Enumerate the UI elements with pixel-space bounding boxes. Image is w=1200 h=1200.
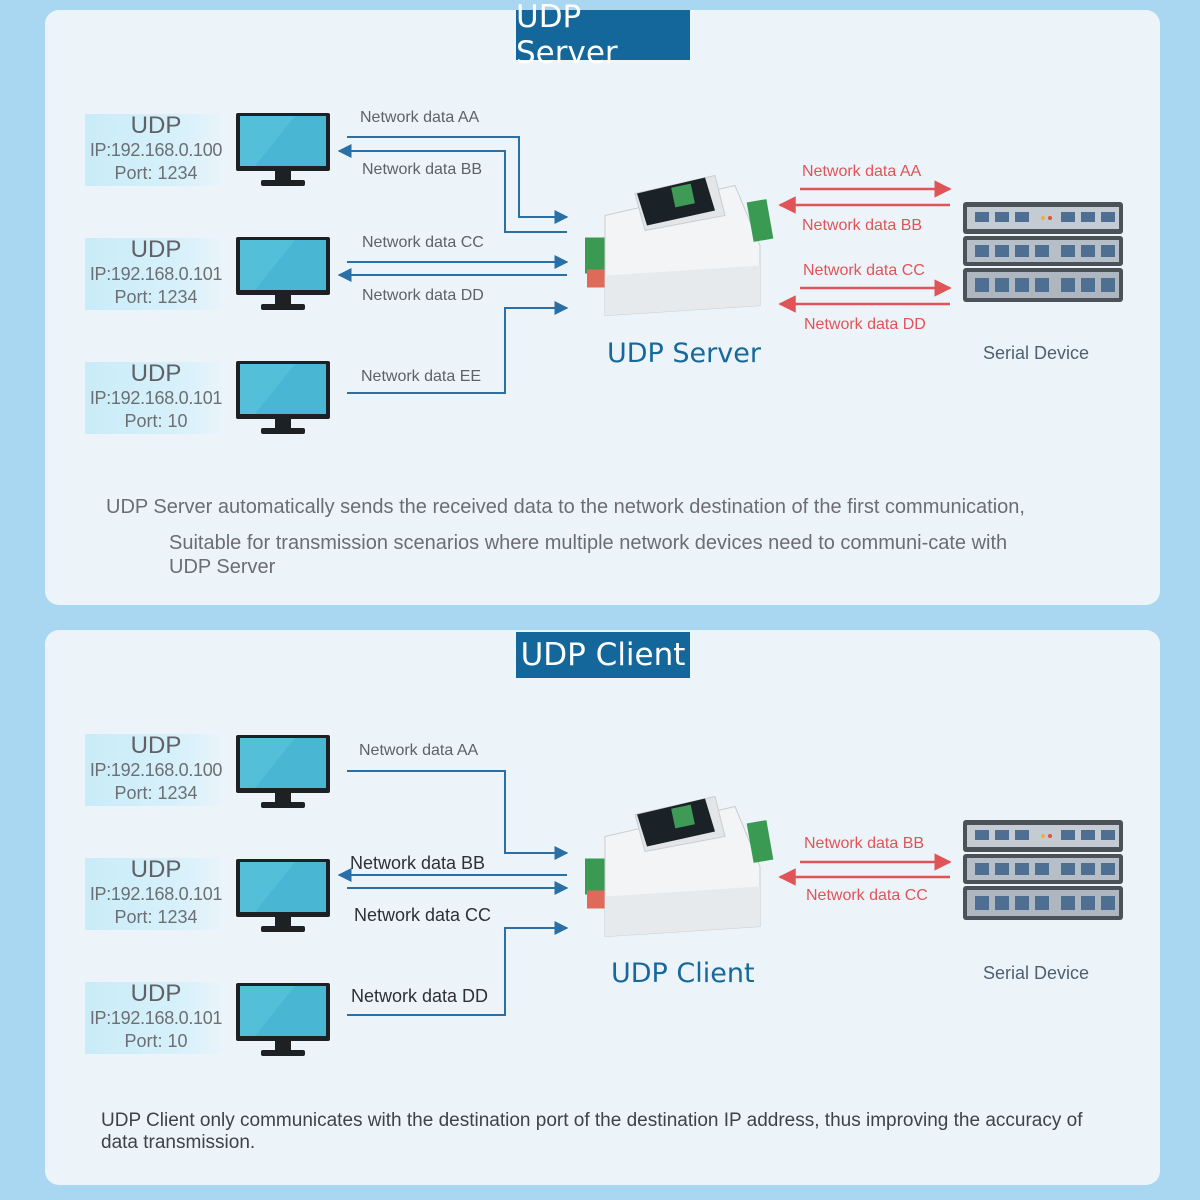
serial-flow-label: Network data BB	[804, 835, 925, 852]
host-protocol: UDP	[130, 360, 182, 387]
description: UDP Server automatically sends the recei…	[106, 496, 1025, 518]
serial-flow-label: Network data AA	[802, 163, 922, 180]
host-label: UDP IP:192.168.0.101 Port: 10	[85, 982, 227, 1054]
host-label: UDP IP:192.168.0.101 Port: 1234	[85, 238, 227, 310]
host-protocol: UDP	[130, 112, 182, 139]
host-protocol: UDP	[130, 980, 182, 1007]
monitor-icon	[236, 237, 330, 310]
flow-arrow-aa	[347, 136, 569, 224]
serial-flow-label: Network data CC	[803, 262, 925, 279]
flow-arrow-bb	[337, 144, 567, 233]
serial-device-caption: Serial Device	[983, 963, 1090, 983]
host-protocol: UDP	[130, 732, 182, 759]
flow-label: Network data BB	[362, 161, 483, 178]
host-port: Port: 10	[124, 411, 188, 431]
flow-label: Network data CC	[362, 234, 484, 251]
flow-arrow-aa	[347, 770, 569, 860]
server-rack-icon	[963, 202, 1123, 302]
host-ip: IP:192.168.0.100	[89, 760, 223, 780]
server-rack-icon	[963, 820, 1123, 920]
host-port: Port: 1234	[114, 907, 198, 927]
host-port: Port: 1234	[114, 287, 198, 307]
host-port: Port: 10	[124, 1031, 188, 1051]
host-protocol: UDP	[130, 236, 182, 263]
monitor-icon	[236, 983, 330, 1056]
device-caption: UDP Client	[611, 958, 755, 989]
host-ip: IP:192.168.0.101	[89, 884, 223, 904]
monitor-icon	[236, 859, 330, 932]
serial-flow-label: Network data CC	[806, 887, 928, 904]
flow-label: Network data CC	[354, 905, 492, 925]
flow-label: Network data EE	[361, 368, 482, 385]
host-label: UDP IP:192.168.0.101 Port: 1234	[85, 858, 227, 930]
host-port: Port: 1234	[114, 783, 198, 803]
serial-converter-icon	[584, 174, 774, 317]
host-port: Port: 1234	[114, 163, 198, 183]
host-label: UDP IP:192.168.0.101 Port: 10	[85, 362, 227, 434]
serial-flow-label: Network data DD	[804, 316, 926, 333]
flow-label: Network data DD	[351, 986, 489, 1006]
flow-arrow-dd	[347, 921, 569, 1016]
monitor-icon	[236, 361, 330, 434]
description-secondary: Suitable for transmission scenarios wher…	[169, 532, 1008, 578]
host-protocol: UDP	[130, 856, 182, 883]
flow-label: Network data AA	[359, 742, 479, 759]
device-caption: UDP Server	[607, 338, 761, 369]
monitor-icon	[236, 735, 330, 808]
host-ip: IP:192.168.0.100	[89, 140, 223, 160]
serial-converter-icon	[584, 795, 774, 938]
flow-label: Network data AA	[360, 109, 480, 126]
udp-server-panel: UDP Server UDP IP:192.168.0.100 Port: 12…	[45, 0, 1160, 605]
host-label: UDP IP:192.168.0.100 Port: 1234	[85, 114, 227, 186]
flow-label: Network data DD	[362, 287, 484, 304]
monitor-icon	[236, 113, 330, 186]
client-diagram	[236, 735, 1123, 1056]
description: UDP Client only communicates with the de…	[101, 1110, 1083, 1153]
flow-label: Network data BB	[350, 853, 486, 873]
serial-flow-label: Network data BB	[802, 217, 923, 234]
udp-client-panel: UDP Client UDP IP:192.168.0.100 Port: 12…	[45, 630, 1160, 1185]
host-ip: IP:192.168.0.101	[89, 1008, 223, 1028]
host-ip: IP:192.168.0.101	[89, 264, 223, 284]
host-label: UDP IP:192.168.0.100 Port: 1234	[85, 734, 227, 806]
panel-title-client: UDP Client	[516, 632, 690, 678]
server-diagram	[236, 113, 1123, 434]
host-ip: IP:192.168.0.101	[89, 388, 223, 408]
serial-device-caption: Serial Device	[983, 343, 1090, 363]
panel-title-server: UDP Server	[516, 0, 690, 71]
flow-arrow-ee	[347, 301, 569, 394]
